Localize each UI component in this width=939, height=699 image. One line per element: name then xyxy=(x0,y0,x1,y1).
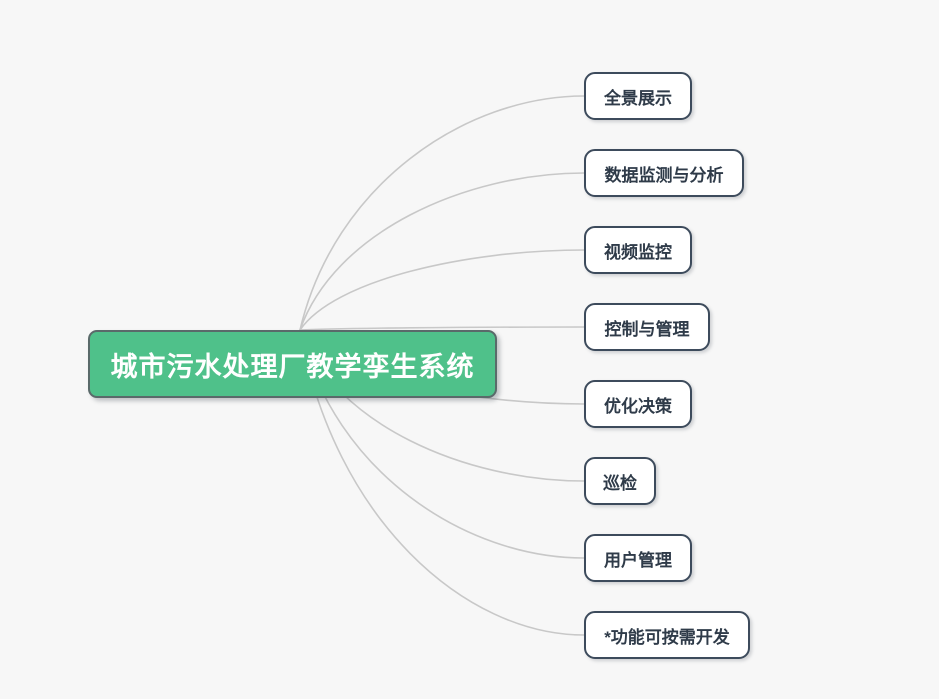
child-node-user-management[interactable]: 用户管理 xyxy=(584,534,692,582)
child-node-label: 数据监测与分析 xyxy=(604,165,724,185)
child-node-label: 巡检 xyxy=(603,473,637,493)
child-node-label: 视频监控 xyxy=(604,242,672,262)
child-node-control-management[interactable]: 控制与管理 xyxy=(584,303,710,351)
child-node-inspection[interactable]: 巡检 xyxy=(584,457,656,505)
child-node-label: 全景展示 xyxy=(604,88,672,108)
child-node-label: 控制与管理 xyxy=(604,319,690,339)
root-node[interactable]: 城市污水处理厂教学孪生系统 xyxy=(88,330,497,398)
child-node-panorama[interactable]: 全景展示 xyxy=(584,72,692,120)
child-node-optimization-decision[interactable]: 优化决策 xyxy=(584,380,692,428)
root-node-label: 城市污水处理厂教学孪生系统 xyxy=(110,351,475,382)
child-node-label: 优化决策 xyxy=(604,396,672,416)
child-node-label: 用户管理 xyxy=(604,550,672,570)
child-node-video-surveillance[interactable]: 视频监控 xyxy=(584,226,692,274)
child-node-data-monitoring-analysis[interactable]: 数据监测与分析 xyxy=(584,149,744,197)
child-node-label: *功能可按需开发 xyxy=(604,627,730,647)
child-node-custom-development-note[interactable]: *功能可按需开发 xyxy=(584,611,750,659)
